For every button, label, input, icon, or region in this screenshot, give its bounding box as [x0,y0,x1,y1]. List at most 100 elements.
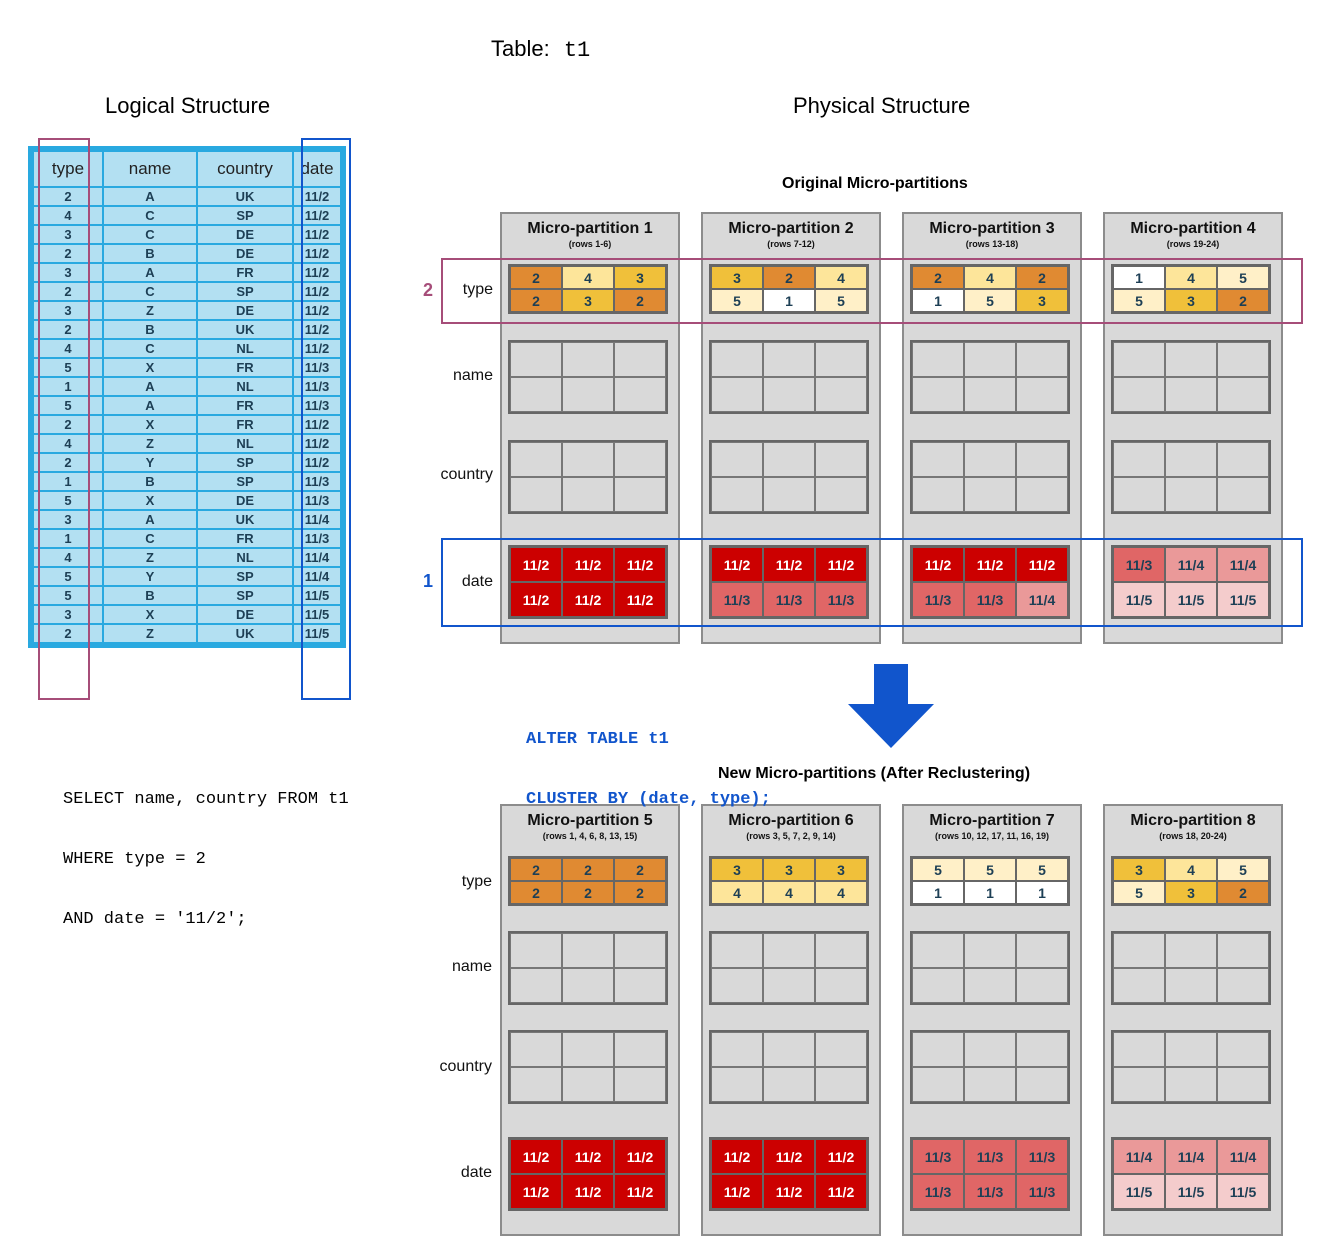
column-header-date: date [292,150,342,188]
table-cell-name: X [102,414,198,435]
table-cell-country: SP [196,585,294,606]
table-cell-country: DE [196,243,294,264]
type-cell: 2 [510,266,562,289]
empty-cell [562,377,614,412]
type-highlight-number: 2 [423,280,434,300]
table-cell-country: DE [196,300,294,321]
empty-cell-grid [508,1030,668,1104]
micro-partition-rows: (rows 1, 4, 6, 8, 13, 15) [542,831,638,841]
date-cell: 11/2 [510,1174,562,1209]
down-arrow-icon [848,664,934,748]
table-cell-name: Z [102,547,198,568]
type-cell: 4 [815,266,867,289]
cluster-sql: ALTER TABLE t1 CLUSTER BY (date, type); [526,690,771,830]
micro-partition-rows: (rows 3, 5, 7, 2, 9, 14) [746,831,836,841]
date-cell: 11/2 [815,547,867,582]
type-cell: 5 [1113,289,1165,312]
date-cell: 11/3 [711,582,763,617]
table-cell-type: 2 [32,243,104,264]
type-cell: 2 [1217,881,1269,904]
date-cell: 11/3 [964,1174,1016,1209]
empty-cell [510,342,562,377]
empty-cell [1165,442,1217,477]
table-cell-type: 2 [32,623,104,644]
table-cell-country: FR [196,357,294,378]
type-cell: 5 [1113,881,1165,904]
empty-cell [1016,1067,1068,1102]
table-cell-date: 11/5 [292,585,342,606]
empty-cell [614,1067,666,1102]
table-cell-date: 11/2 [292,243,342,264]
empty-cell-grid [1111,931,1271,1005]
empty-cell [964,968,1016,1003]
empty-cell [1165,477,1217,512]
type-cell: 2 [614,858,666,881]
table-cell-type: 3 [32,604,104,625]
type-cell: 5 [1217,266,1269,289]
table-cell-country: SP [196,452,294,473]
date-cell: 11/5 [1217,582,1269,617]
diagram-title: Table: t1 [491,36,590,63]
empty-cell [912,1067,964,1102]
date-cell: 11/4 [1217,547,1269,582]
empty-cell [1217,342,1269,377]
date-cell: 11/2 [763,1174,815,1209]
type-cell: 5 [964,289,1016,312]
column-header-country: country [196,150,294,188]
table-cell-name: Z [102,433,198,454]
table-cell-type: 4 [32,547,104,568]
empty-cell [1113,1067,1165,1102]
date-cell: 11/3 [964,1139,1016,1174]
row-label-date: date [460,1164,492,1181]
date-cell: 11/3 [912,1139,964,1174]
empty-cell [964,342,1016,377]
query-line: SELECT name, country FROM t1 [63,790,349,809]
type-cell: 3 [1113,858,1165,881]
table-cell-type: 4 [32,205,104,226]
empty-cell [1165,968,1217,1003]
empty-cell [1165,1032,1217,1067]
column-header-name: name [102,150,198,188]
table-cell-country: UK [196,186,294,207]
date-cell: 11/4 [1217,1139,1269,1174]
empty-cell [1165,342,1217,377]
table-cell-country: SP [196,471,294,492]
table-cell-type: 2 [32,414,104,435]
row-label-country: country [439,1058,492,1075]
date-cell: 11/2 [1016,547,1068,582]
date-cell: 11/2 [711,1139,763,1174]
date-cell: 11/4 [1165,1139,1217,1174]
empty-cell [510,442,562,477]
empty-cell [1217,442,1269,477]
date-cell: 11/2 [711,1174,763,1209]
date-cell: 11/5 [1113,582,1165,617]
empty-cell [1217,968,1269,1003]
empty-cell [1016,968,1068,1003]
date-cell: 11/2 [815,1174,867,1209]
type-cell: 1 [1016,881,1068,904]
table-cell-country: SP [196,566,294,587]
empty-cell [912,377,964,412]
empty-cell [763,968,815,1003]
empty-cell-grid [709,931,869,1005]
empty-cell [1016,377,1068,412]
empty-cell-grid [709,440,869,514]
type-cell: 2 [510,881,562,904]
table-cell-date: 11/2 [292,452,342,473]
table-cell-name: B [102,585,198,606]
table-cell-country: NL [196,376,294,397]
title-table-name: t1 [563,38,591,63]
